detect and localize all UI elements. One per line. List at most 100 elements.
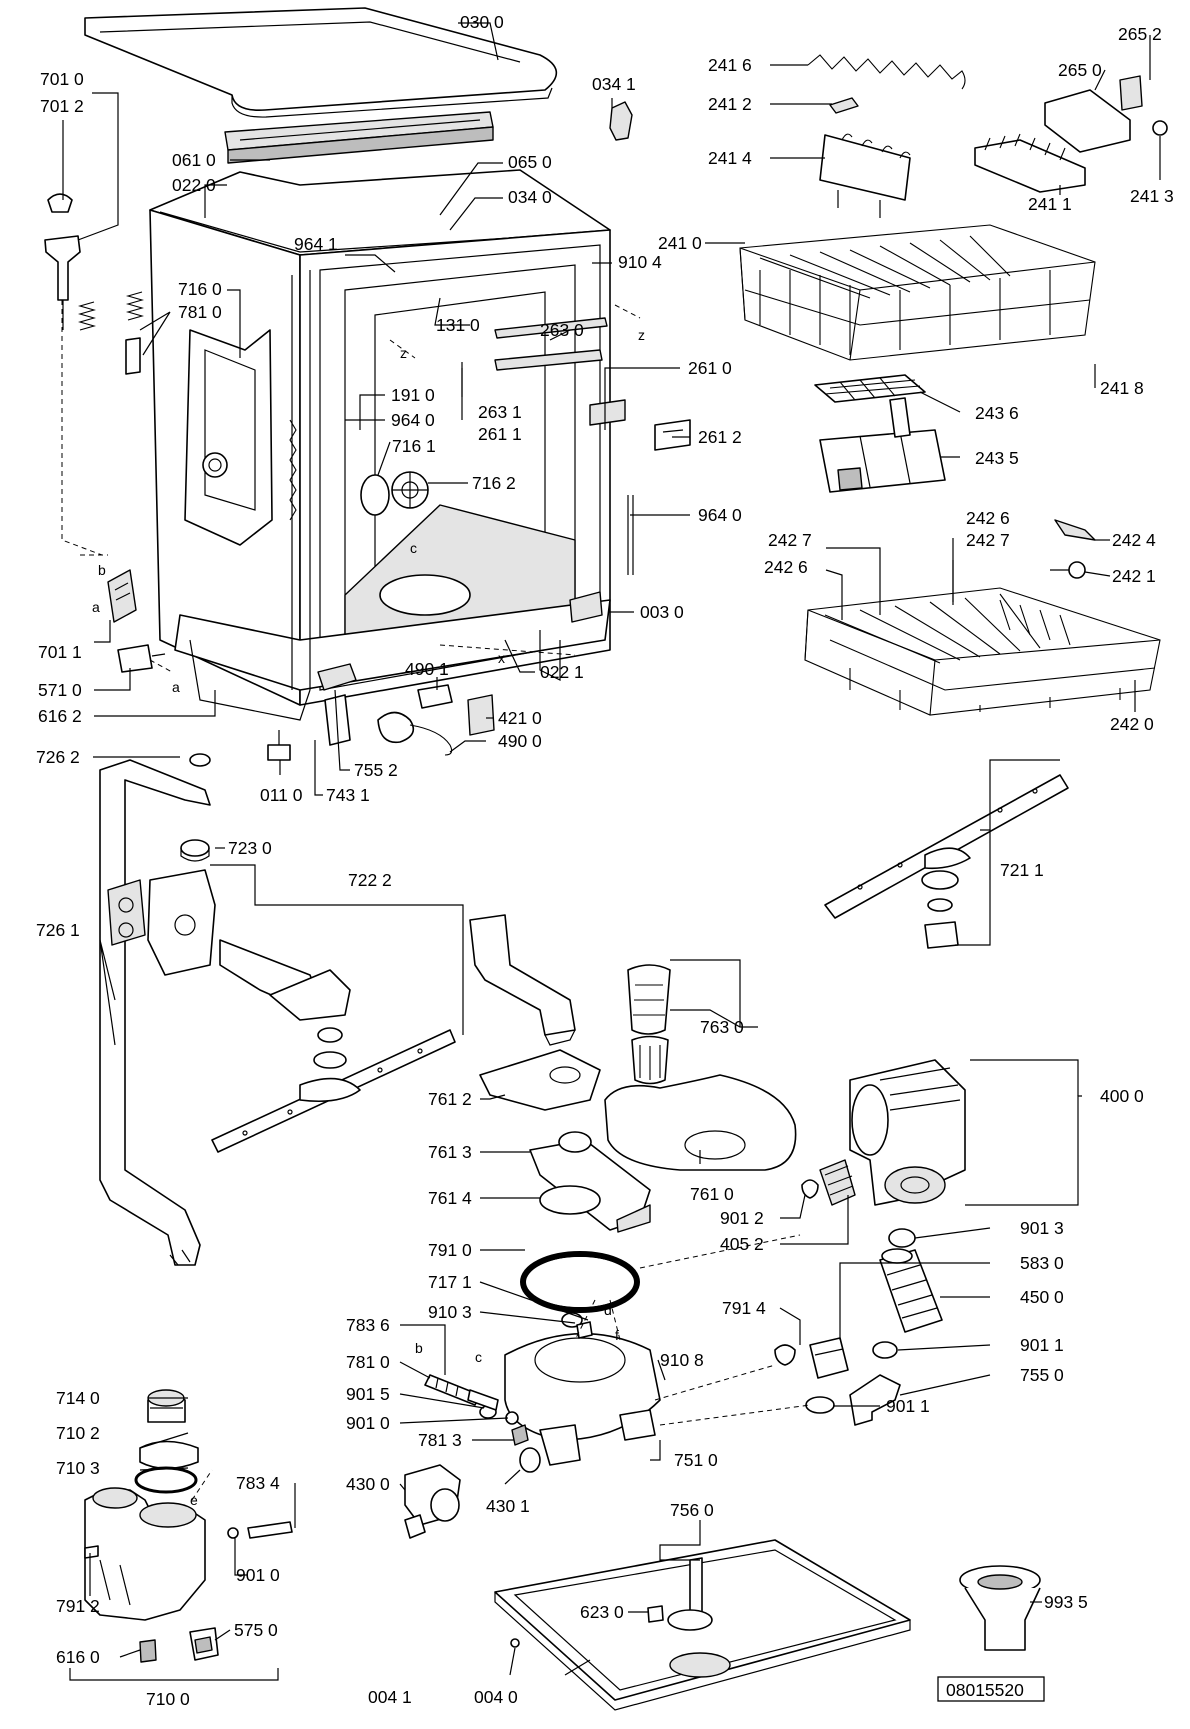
letter-d1: d (604, 1302, 612, 1318)
label-5750: 575 0 (234, 1620, 278, 1640)
label-7103: 710 3 (56, 1458, 100, 1478)
label-2612: 261 2 (698, 427, 742, 447)
letter-e1: e (190, 1492, 198, 1508)
part-lower-basket-2420 (804, 587, 1161, 716)
part-cup-shelf-2414 (819, 133, 911, 218)
diagram-code: 08015520 (946, 1680, 1024, 1700)
part-wheel-2421 (1050, 561, 1086, 579)
label-7914: 791 4 (722, 1298, 766, 1318)
label-5830: 583 0 (1020, 1253, 1064, 1273)
part-sensor-5830 (809, 1337, 849, 1379)
label-2427b: 242 7 (966, 530, 1010, 550)
label-7171: 717 1 (428, 1272, 472, 1292)
part-grid-2436 (814, 374, 926, 403)
part-softener-7100 (84, 1389, 206, 1621)
label-1910: 191 0 (391, 385, 435, 405)
part-worktop (84, 7, 558, 118)
hidden-lines (61, 300, 811, 1501)
label-7810a: 781 0 (178, 302, 222, 322)
label-7262: 726 2 (36, 747, 80, 767)
label-7102: 710 2 (56, 1423, 100, 1443)
part-spring-7813 (511, 1424, 529, 1446)
part-seal-4301 (519, 1447, 541, 1473)
part-wheel-7162 (391, 471, 429, 509)
part-filter-7630 (627, 964, 671, 1085)
part-funnel-9935 (959, 1565, 1041, 1651)
label-9640b: 964 0 (698, 505, 742, 525)
label-7161: 716 1 (392, 436, 436, 456)
part-cutlery-basket-2435 (819, 397, 946, 493)
label-7834: 783 4 (236, 1473, 280, 1493)
label-4300: 430 0 (346, 1474, 390, 1494)
label-2413: 241 3 (1130, 186, 1174, 206)
label-7613: 761 3 (428, 1142, 472, 1162)
part-tine-row-2411 (974, 133, 1086, 193)
part-oring-7910 (520, 1251, 640, 1313)
part-filter-plate-7610 (604, 1074, 797, 1171)
part-clamp-9013 (888, 1228, 916, 1248)
part-hose-7550 (849, 1374, 901, 1426)
letter-a2: a (172, 679, 180, 695)
part-springs (77, 291, 145, 375)
label-2424: 242 4 (1112, 530, 1156, 550)
label-0221: 022 1 (540, 662, 584, 682)
label-6160: 616 0 (56, 1647, 100, 1667)
label-7614: 761 4 (428, 1188, 472, 1208)
letter-f1: f (615, 1327, 619, 1343)
label-6230: 623 0 (580, 1602, 624, 1622)
part-seal-9010b (227, 1527, 239, 1539)
letter-b1: b (98, 562, 106, 578)
part-pin-7834 (247, 1521, 293, 1539)
label-7510: 751 0 (674, 1450, 718, 1470)
label-7100: 710 0 (146, 1689, 190, 1709)
part-labels: 030 0 034 1 701 0 701 2 061 0 022 0 065 … (36, 12, 1174, 1709)
part-rack-2650 (1044, 75, 1168, 153)
part-latch-7011 (107, 569, 137, 623)
part-cap-7171 (576, 1321, 593, 1339)
label-2418: 241 8 (1100, 378, 1144, 398)
label-4900: 490 0 (498, 731, 542, 751)
label-2412: 241 2 (708, 94, 752, 114)
part-upper-spray-arm-7211 (824, 774, 1069, 949)
part-clip-2424 (1054, 519, 1096, 541)
part-gasket-7614 (539, 1185, 601, 1215)
label-2411: 241 1 (1028, 194, 1072, 214)
label-7012: 701 2 (40, 96, 84, 116)
part-rails (494, 317, 691, 451)
part-clip-6160 (139, 1639, 157, 1663)
label-9011a: 901 1 (1020, 1335, 1064, 1355)
part-sump-7510 (504, 1312, 661, 1466)
part-wire-2416 (807, 54, 966, 90)
label-2611: 261 1 (478, 424, 522, 444)
part-drain-pump-4300 (404, 1464, 461, 1539)
letter-c2: c (475, 1349, 482, 1365)
part-sensor-5710 (117, 644, 166, 673)
label-0041: 004 1 (368, 1687, 412, 1707)
part-clamp-9011b (805, 1396, 835, 1414)
letter-c1: c (410, 540, 417, 556)
part-knob-7010 (44, 193, 81, 330)
label-0110: 011 0 (260, 785, 303, 805)
label-7261: 726 1 (36, 920, 80, 940)
label-2427a: 242 7 (768, 530, 812, 550)
label-0650: 065 0 (508, 152, 552, 172)
part-switch-4901 (417, 684, 453, 709)
part-tube-7810 (424, 1374, 481, 1406)
label-7810b: 781 0 (346, 1352, 390, 1372)
letter-b2: b (415, 1340, 423, 1356)
label-7910: 791 0 (428, 1240, 472, 1260)
label-9013: 901 3 (1020, 1218, 1064, 1238)
label-7813: 781 3 (418, 1430, 462, 1450)
label-2426b: 242 6 (764, 557, 808, 577)
part-seal-7262 (189, 753, 211, 767)
label-9104: 910 4 (618, 252, 662, 272)
part-block-6230 (647, 1605, 664, 1623)
label-7630: 763 0 (700, 1017, 744, 1037)
label-5710: 571 0 (38, 680, 82, 700)
label-9108: 910 8 (660, 1350, 704, 1370)
letter-z1: z (400, 345, 407, 361)
label-9641a: 964 1 (294, 234, 338, 254)
label-7550: 755 0 (1020, 1365, 1064, 1385)
label-2420: 242 0 (1110, 714, 1154, 734)
